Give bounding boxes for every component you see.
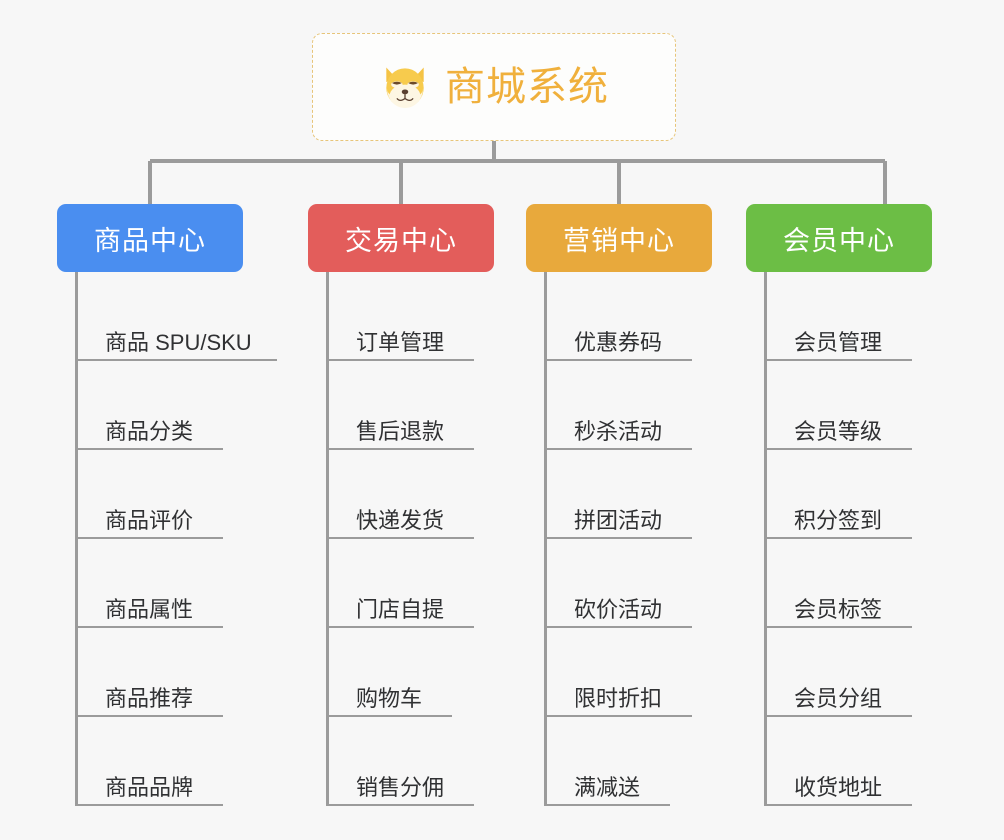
- root-title: 商城系统: [445, 65, 609, 109]
- leaf-rule: [764, 537, 912, 539]
- leaf-label: 购物车: [356, 685, 423, 711]
- branch-header-0[interactable]: 商品中心: [57, 204, 243, 272]
- leaf-rule: [326, 715, 452, 717]
- leaf-rule: [326, 626, 474, 628]
- branch-body-3: 会员管理 会员等级 积分签到 会员标签 会员分组 收货地址: [746, 272, 990, 806]
- leaf-item[interactable]: 拼团活动: [526, 450, 770, 539]
- leaf-label: 商品评价: [105, 507, 194, 533]
- leaf-rule: [75, 359, 277, 361]
- leaf-label: 会员分组: [794, 685, 883, 711]
- shiba-dog-emoji-icon: [386, 67, 424, 109]
- leaf-item[interactable]: 商品推荐: [57, 628, 327, 717]
- branch-header-2[interactable]: 营销中心: [526, 204, 712, 272]
- branch-header-3[interactable]: 会员中心: [746, 204, 932, 272]
- leaf-item[interactable]: 商品 SPU/SKU: [57, 272, 327, 361]
- leaf-item[interactable]: 满减送: [526, 717, 770, 806]
- leaf-label: 会员等级: [794, 418, 883, 444]
- leaf-rule: [75, 715, 223, 717]
- leaf-rule: [326, 359, 474, 361]
- branch-spine-2: [544, 272, 547, 806]
- branch-spine-0: [75, 272, 78, 806]
- leaf-item[interactable]: 订单管理: [308, 272, 552, 361]
- leaf-item[interactable]: 商品属性: [57, 539, 327, 628]
- leaf-item[interactable]: 积分签到: [746, 450, 990, 539]
- branch-spine-1: [326, 272, 329, 806]
- branch-header-label-1: 交易中心: [345, 225, 457, 256]
- leaf-item[interactable]: 会员分组: [746, 628, 990, 717]
- leaf-item[interactable]: 秒杀活动: [526, 361, 770, 450]
- leaf-item[interactable]: 商品评价: [57, 450, 327, 539]
- leaf-item[interactable]: 会员管理: [746, 272, 990, 361]
- leaf-rule: [326, 537, 474, 539]
- leaf-rule: [544, 626, 692, 628]
- branch-header-label-3: 会员中心: [783, 225, 895, 256]
- root-node[interactable]: 商城系统: [312, 33, 676, 141]
- leaf-rule: [544, 537, 692, 539]
- branch-body-1: 订单管理 售后退款 快递发货 门店自提 购物车 销售分佣: [308, 272, 552, 806]
- branch-column-2: 营销中心 优惠券码 秒杀活动 拼团活动 砍价活动 限时折扣: [526, 204, 770, 806]
- branch-column-1: 交易中心 订单管理 售后退款 快递发货 门店自提 购物车: [308, 204, 552, 806]
- leaf-label: 售后退款: [356, 418, 445, 444]
- leaf-rule: [75, 537, 223, 539]
- leaf-label: 优惠券码: [574, 329, 663, 355]
- leaf-label: 收货地址: [794, 774, 883, 800]
- leaf-item[interactable]: 售后退款: [308, 361, 552, 450]
- branch-body-2: 优惠券码 秒杀活动 拼团活动 砍价活动 限时折扣 满减送: [526, 272, 770, 806]
- leaf-label: 秒杀活动: [574, 418, 663, 444]
- leaf-label: 销售分佣: [356, 774, 445, 800]
- leaf-rule: [764, 359, 912, 361]
- leaf-rule: [544, 359, 692, 361]
- branch-header-1[interactable]: 交易中心: [308, 204, 494, 272]
- leaf-label: 商品分类: [105, 418, 194, 444]
- leaf-item[interactable]: 会员等级: [746, 361, 990, 450]
- branch-body-0: 商品 SPU/SKU 商品分类 商品评价 商品属性 商品推荐 商品品牌: [57, 272, 327, 806]
- leaf-item[interactable]: 会员标签: [746, 539, 990, 628]
- leaf-rule: [326, 448, 474, 450]
- branch-column-0: 商品中心 商品 SPU/SKU 商品分类 商品评价 商品属性 商品推荐: [57, 204, 327, 806]
- leaf-label: 订单管理: [356, 329, 445, 355]
- leaf-rule: [75, 448, 223, 450]
- leaf-item[interactable]: 优惠券码: [526, 272, 770, 361]
- leaf-rule: [544, 804, 670, 806]
- leaf-item[interactable]: 商品分类: [57, 361, 327, 450]
- leaf-rule: [326, 804, 474, 806]
- leaf-label: 会员标签: [794, 596, 883, 622]
- leaf-item[interactable]: 砍价活动: [526, 539, 770, 628]
- leaf-label: 积分签到: [794, 507, 883, 533]
- leaf-label: 商品品牌: [105, 774, 194, 800]
- leaf-label: 快递发货: [356, 507, 445, 533]
- leaf-label: 砍价活动: [574, 596, 663, 622]
- leaf-rule: [544, 448, 692, 450]
- leaf-item[interactable]: 收货地址: [746, 717, 990, 806]
- leaf-label: 会员管理: [794, 329, 883, 355]
- leaf-item[interactable]: 购物车: [308, 628, 552, 717]
- branch-header-label-0: 商品中心: [94, 225, 206, 256]
- branch-spine-3: [764, 272, 767, 806]
- leaf-item[interactable]: 商品品牌: [57, 717, 327, 806]
- leaf-item[interactable]: 快递发货: [308, 450, 552, 539]
- leaf-rule: [764, 804, 912, 806]
- leaf-rule: [764, 626, 912, 628]
- branch-column-3: 会员中心 会员管理 会员等级 积分签到 会员标签 会员分组: [746, 204, 990, 806]
- leaf-label: 拼团活动: [574, 507, 663, 533]
- leaf-rule: [544, 715, 692, 717]
- leaf-label: 商品 SPU/SKU: [105, 329, 252, 355]
- leaf-label: 满减送: [574, 774, 641, 800]
- leaf-label: 门店自提: [356, 596, 445, 622]
- leaf-item[interactable]: 销售分佣: [308, 717, 552, 806]
- leaf-rule: [764, 448, 912, 450]
- leaf-label: 商品属性: [105, 596, 194, 622]
- leaf-rule: [764, 715, 912, 717]
- leaf-label: 商品推荐: [105, 685, 194, 711]
- leaf-item[interactable]: 门店自提: [308, 539, 552, 628]
- branch-header-label-2: 营销中心: [563, 225, 675, 256]
- leaf-rule: [75, 804, 223, 806]
- leaf-rule: [75, 626, 223, 628]
- leaf-item[interactable]: 限时折扣: [526, 628, 770, 717]
- leaf-label: 限时折扣: [574, 685, 663, 711]
